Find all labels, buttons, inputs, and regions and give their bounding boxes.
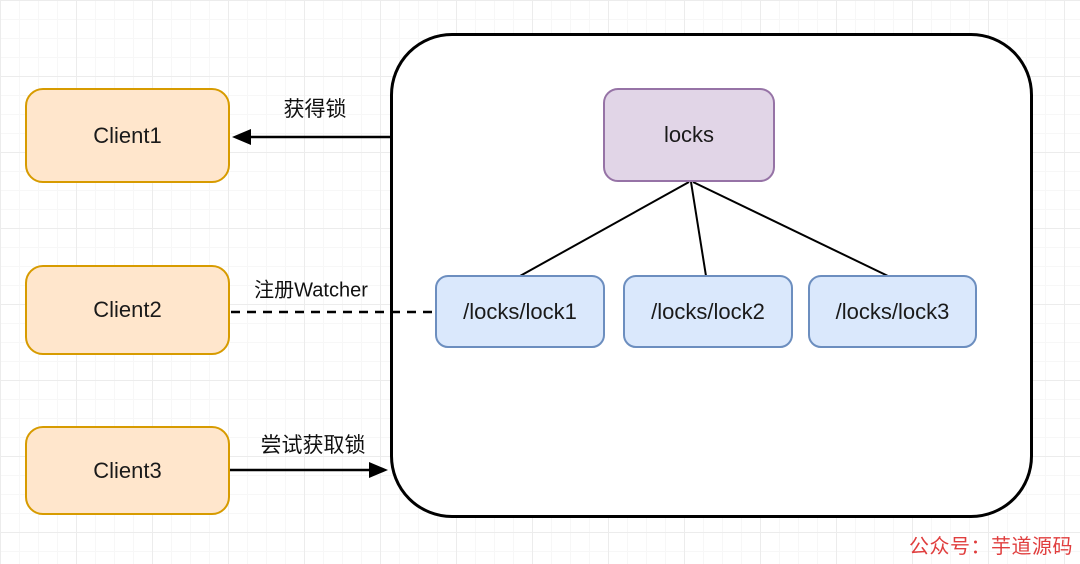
client2-label: Client2 — [93, 297, 162, 322]
client1-node: Client1 — [25, 88, 230, 183]
watermark-text: 公众号：芋道源码 — [909, 536, 1073, 558]
lock3-label: /locks/lock3 — [835, 298, 950, 324]
acquire-lock-arrow — [232, 129, 390, 145]
lock2-label: /locks/lock2 — [651, 298, 765, 324]
client3-node: Client3 — [25, 426, 230, 515]
locks-root-label: locks — [663, 122, 715, 147]
lock1-node: /locks/lock1 — [435, 275, 605, 348]
client1-label: Client1 — [93, 122, 162, 148]
edge-label-acquire-lock: 获得锁 — [283, 98, 347, 121]
try-acquire-arrow — [229, 462, 388, 478]
client2-node: Client2 — [25, 265, 230, 355]
client3-label: Client3 — [93, 457, 162, 483]
locks-root-node: locks — [603, 88, 775, 182]
edge-label-register-watcher: 注册Watcher — [254, 279, 368, 302]
lock2-node: /locks/lock2 — [623, 275, 793, 348]
edge-label-try-acquire-lock: 尝试获取锁 — [260, 434, 366, 457]
lock1-label: /locks/lock1 — [463, 298, 577, 324]
arrowhead-right-icon — [369, 462, 388, 478]
lock3-node: /locks/lock3 — [808, 275, 977, 348]
arrowhead-left-icon — [232, 129, 251, 145]
